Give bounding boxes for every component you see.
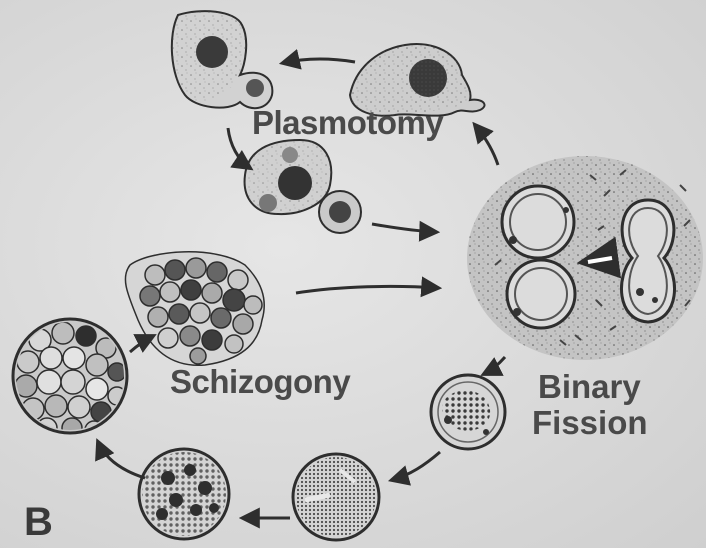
arrow	[392, 452, 440, 480]
nucleus	[278, 166, 312, 200]
nucleus	[196, 36, 228, 68]
binary-fission-label-line1: Binary	[538, 368, 641, 406]
schizont-dispersed	[293, 454, 379, 540]
arrow	[283, 59, 355, 63]
panel-letter: B	[24, 500, 53, 545]
arrow	[296, 286, 438, 293]
arrow	[475, 125, 498, 165]
plasmotomy-label: Plasmotomy	[252, 104, 443, 142]
arrow	[484, 357, 505, 374]
nucleus	[246, 79, 264, 97]
arrow	[98, 442, 145, 478]
arrow	[130, 336, 153, 352]
schizont-clumped	[139, 449, 229, 539]
budding-cell	[172, 11, 273, 108]
schizont	[13, 319, 127, 439]
binary-fission-label-line2: Fission	[532, 404, 648, 442]
merozoite-cluster	[125, 252, 264, 365]
arrow	[228, 128, 250, 168]
arrow	[372, 224, 436, 232]
nucleus	[329, 201, 351, 223]
binary-fission-cells	[467, 156, 703, 360]
fission-product	[431, 375, 505, 449]
dividing-cells	[245, 140, 361, 233]
schizogony-label: Schizogony	[170, 363, 350, 401]
